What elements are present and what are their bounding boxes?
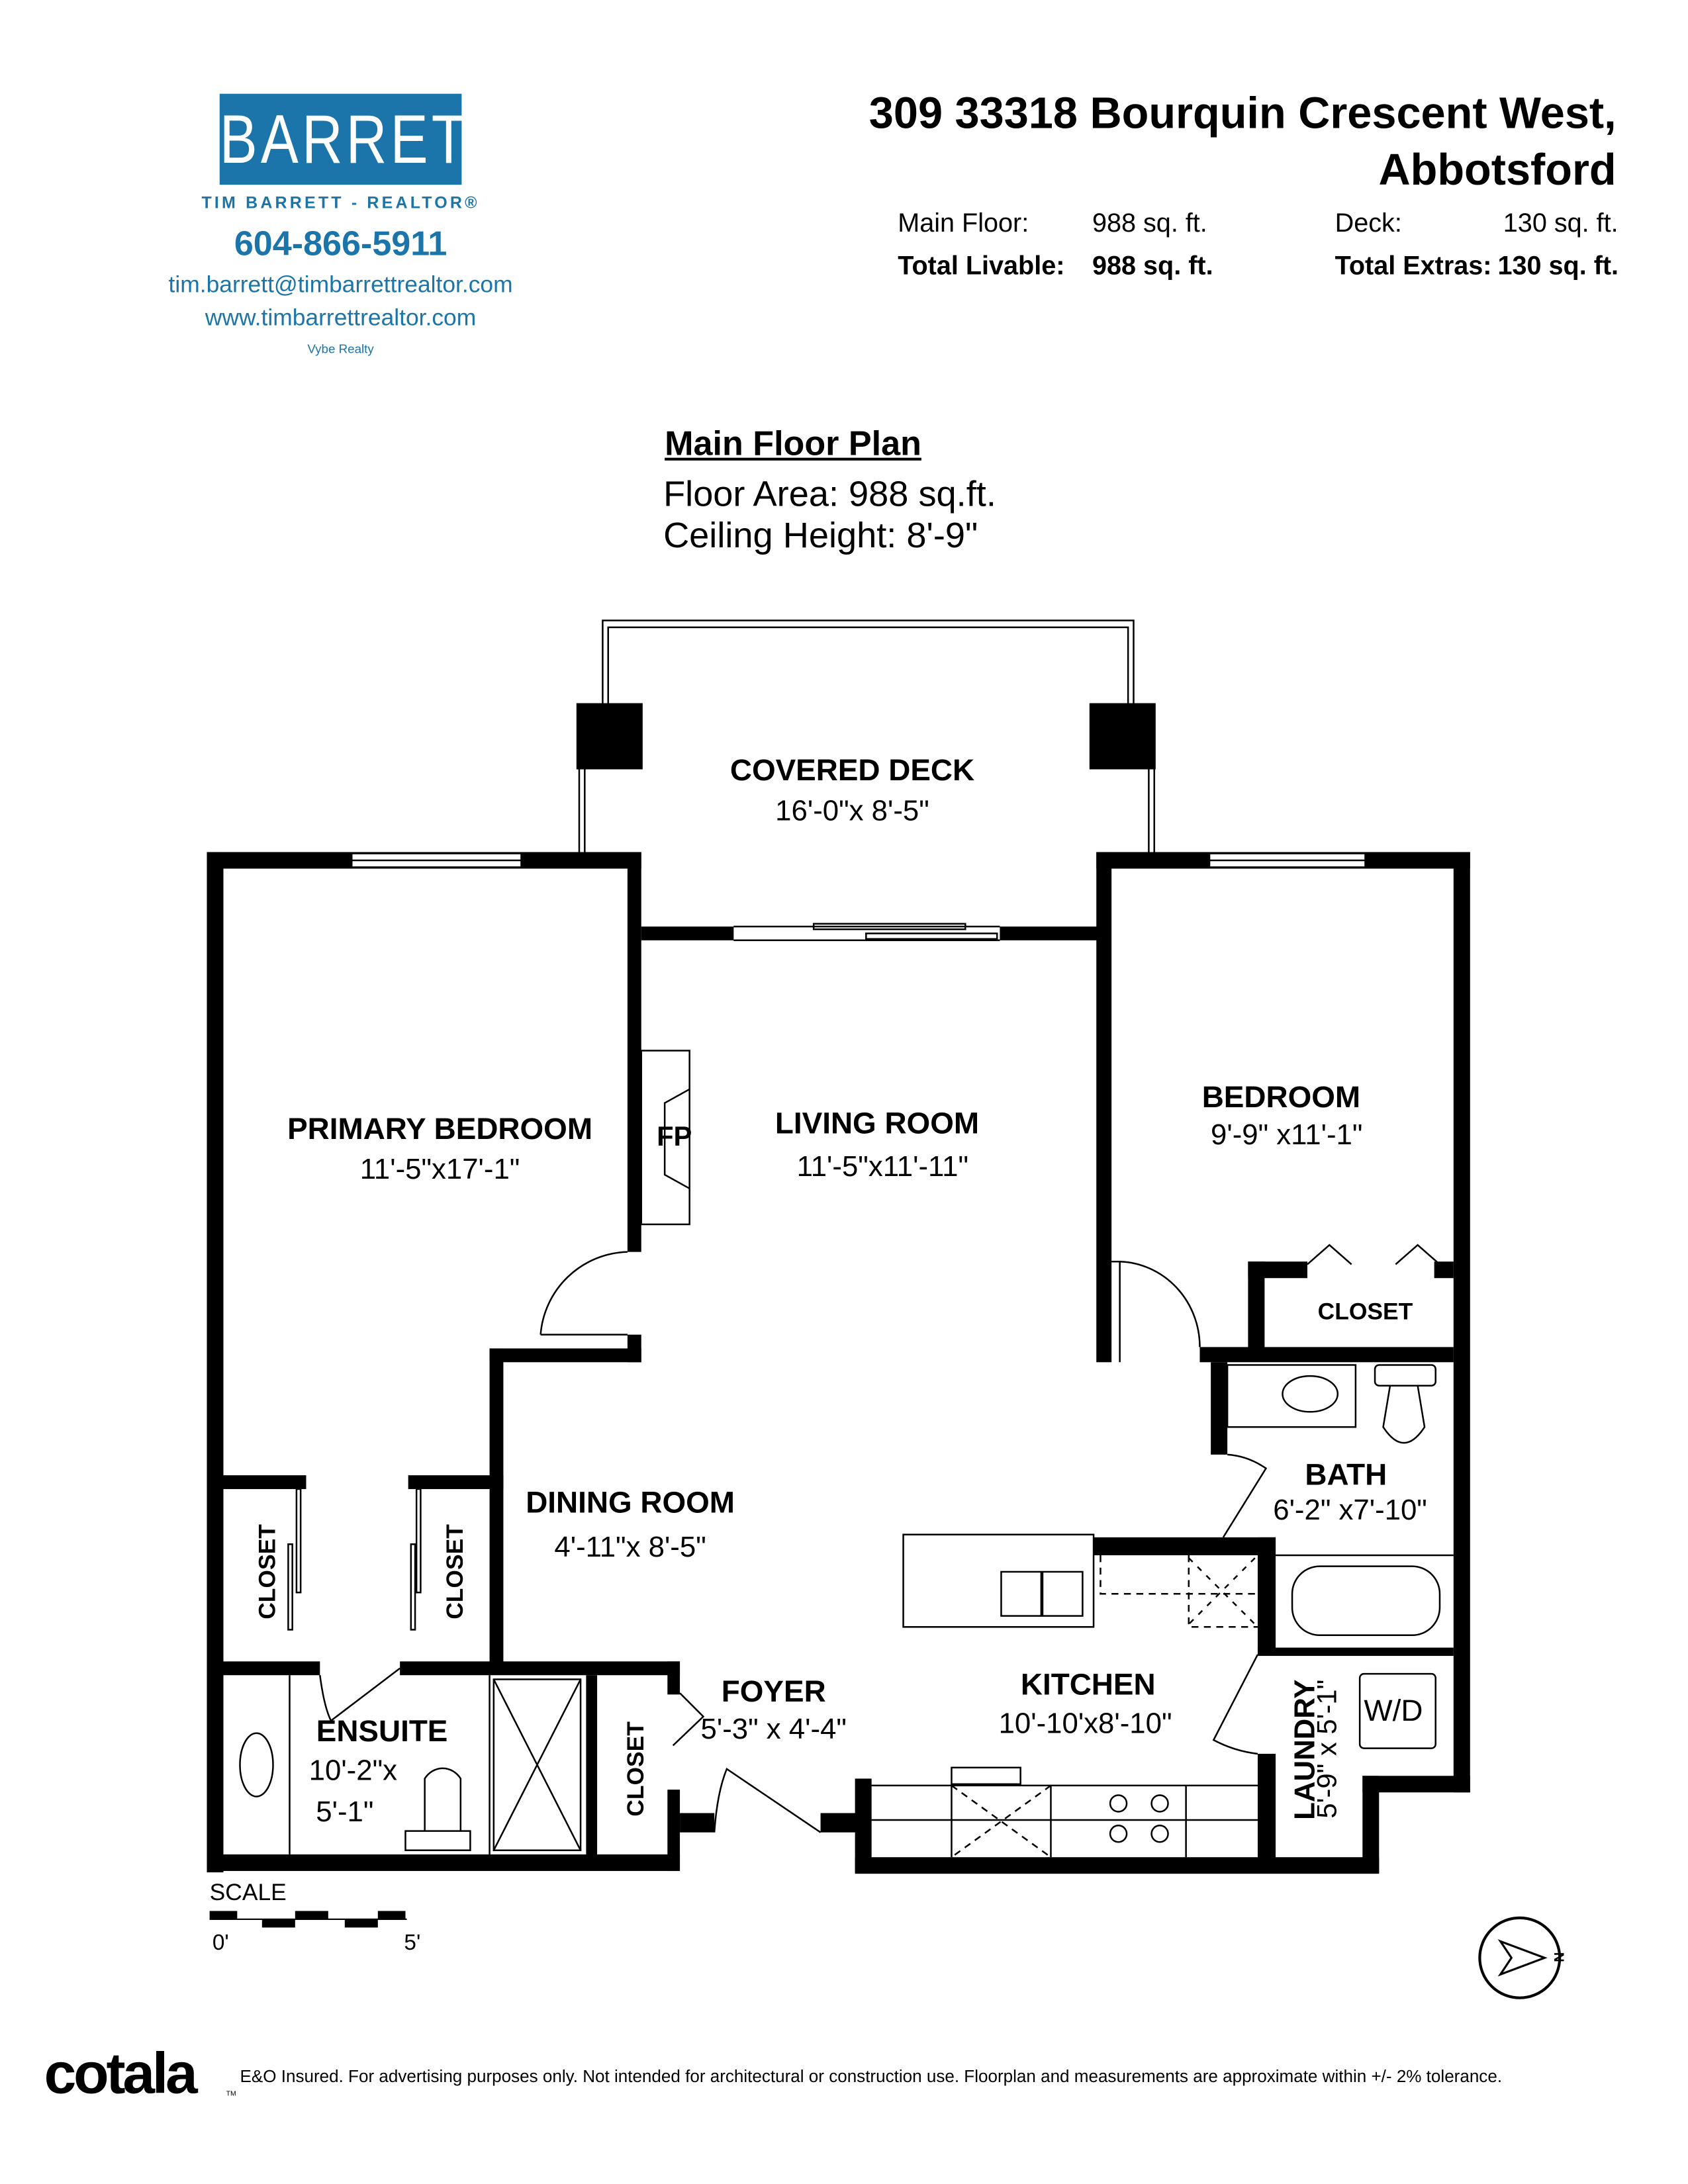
realtor-phone[interactable]: 604-866-5911 — [234, 224, 447, 263]
room-name-kitchen: KITCHEN — [1020, 1666, 1156, 1702]
scale-start: 0' — [212, 1931, 229, 1956]
scale-bar — [209, 1911, 407, 1928]
total-extras-value: 130 sq. ft. — [1497, 252, 1619, 281]
room-name-bedroom: BEDROOM — [1201, 1079, 1361, 1115]
room-dims-kitchen: 10'-10'x8'-10" — [998, 1708, 1172, 1741]
room-name-bedroom-closet: CLOSET — [1317, 1298, 1413, 1326]
total-extras-label: Total Extras: — [1335, 252, 1492, 281]
deck-value: 130 sq. ft. — [1503, 209, 1618, 239]
room-name-foyer: FOYER — [721, 1674, 826, 1709]
north-arrow-icon — [1478, 1916, 1562, 1999]
address-line-2: Abbotsford — [1378, 144, 1617, 195]
room-name-foyer-closet: CLOSET — [622, 1721, 649, 1817]
disclaimer: E&O Insured. For advertising purposes on… — [240, 2066, 1503, 2087]
room-dims-ensuite-2: 5'-1" — [316, 1796, 374, 1829]
washer-dryer-label: W/D — [1364, 1693, 1423, 1728]
room-name-bath: BATH — [1305, 1457, 1387, 1492]
room-dims-ensuite-1: 10'-2"x — [308, 1755, 397, 1787]
scale-end: 5' — [404, 1931, 421, 1956]
realtor-website[interactable]: www.timbarrettrealtor.com — [205, 304, 477, 331]
ceiling-height: Ceiling Height: 8'-9" — [663, 514, 978, 556]
room-name-primary-bedroom: PRIMARY BEDROOM — [287, 1111, 593, 1146]
walls — [207, 703, 1470, 1874]
room-name-covered-deck: COVERED DECK — [729, 752, 975, 788]
cotala-tm: TM — [226, 2090, 236, 2099]
north-label: N — [1550, 1952, 1566, 1962]
room-dims-living-room: 11'-5"x11'-11" — [796, 1151, 968, 1183]
deck-label: Deck: — [1335, 209, 1402, 239]
room-name-dining-room: DINING ROOM — [526, 1484, 735, 1520]
room-dims-laundry: 5'-9" x 5'-1" — [1313, 1679, 1343, 1819]
fixtures — [239, 619, 1454, 1858]
brokerage: Vybe Realty — [307, 341, 374, 356]
fireplace-label: FP — [657, 1122, 692, 1153]
realtor-email[interactable]: tim.barrett@timbarrettrealtor.com — [168, 271, 513, 298]
total-livable-label: Total Livable: — [898, 252, 1065, 281]
address-line-1: 309 33318 Bourquin Crescent West, — [868, 88, 1617, 138]
room-dims-bath: 6'-2" x7'-10" — [1273, 1494, 1427, 1527]
main-floor-value: 988 sq. ft. — [1092, 209, 1207, 239]
room-dims-foyer: 5'-3" x 4'-4" — [700, 1713, 847, 1746]
room-dims-primary-bedroom: 11'-5"x17'-1" — [359, 1154, 520, 1186]
barrett-logo: BARRETT — [219, 93, 504, 185]
room-name-closet-2: CLOSET — [442, 1524, 469, 1619]
room-name-ensuite: ENSUITE — [316, 1713, 448, 1749]
room-dims-covered-deck: 16'-0"x 8'-5" — [775, 796, 929, 827]
room-name-closet-1: CLOSET — [254, 1524, 281, 1619]
cotala-logo: cotala — [44, 2040, 198, 2106]
room-dims-bedroom: 9'-9" x11'-1" — [1211, 1119, 1363, 1152]
floor-area: Floor Area: 988 sq.ft. — [663, 473, 996, 515]
plan-title: Main Floor Plan — [665, 424, 921, 463]
room-dims-dining-room: 4'-11"x 8'-5" — [554, 1531, 706, 1564]
main-floor-label: Main Floor: — [898, 209, 1029, 239]
realtor-name: TIM BARRETT - REALTOR® — [201, 193, 480, 212]
scale-label: SCALE — [209, 1879, 287, 1906]
total-livable-value: 988 sq. ft. — [1092, 252, 1213, 281]
room-name-living-room: LIVING ROOM — [774, 1105, 980, 1140]
